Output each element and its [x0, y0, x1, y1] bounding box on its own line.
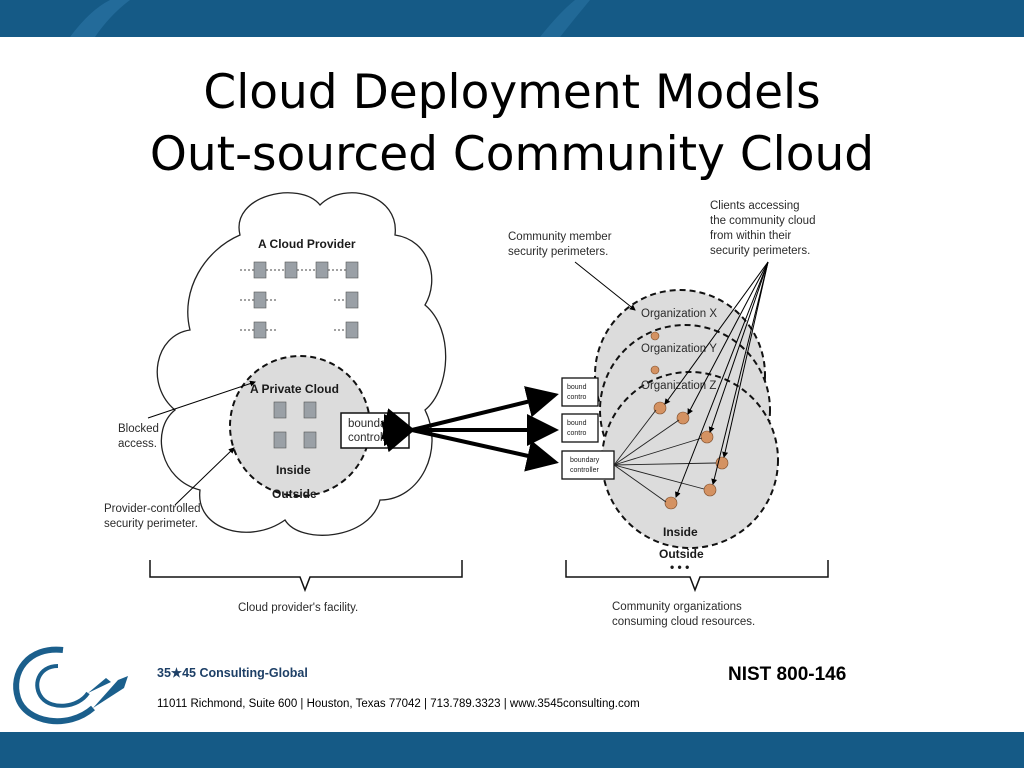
- outside-label-right: Outside: [659, 547, 704, 561]
- private-servers: [273, 401, 317, 449]
- top-banner: [0, 0, 1024, 37]
- private-cloud-label: A Private Cloud: [250, 382, 339, 396]
- org-y-label: Organization Y: [641, 343, 717, 355]
- clients-line3: from within their: [710, 230, 791, 242]
- boundary-controller-line2: controller: [348, 432, 395, 444]
- org-x-label: Organization X: [641, 308, 717, 320]
- boundary-box-z-line2: controller: [570, 467, 599, 474]
- banner-swoosh: [70, 0, 590, 37]
- clients-arrows: [664, 261, 769, 498]
- boundary-controller-line1: boundary: [348, 418, 396, 430]
- client-links: [613, 409, 717, 503]
- clients-line1: Clients accessing: [710, 200, 799, 212]
- boundary-box-y: [561, 413, 599, 443]
- community-caption-line1: Community organizations: [612, 601, 742, 613]
- connection-arrows: [380, 386, 559, 472]
- ellipsis-label: • • •: [670, 560, 689, 574]
- org-z-label: Organization Z: [641, 380, 716, 392]
- title-line-2: Out-sourced Community Cloud: [149, 127, 875, 182]
- company-name: 35★45 Consulting-Global: [157, 666, 308, 680]
- slide-title: Cloud Deployment Models Out-sourced Comm…: [0, 62, 1024, 186]
- bottom-banner: [0, 732, 1024, 768]
- community-cloud-diagram: A Cloud Provider A Private Cloud Inside …: [104, 192, 829, 628]
- boundary-box-y-line1: bound: [567, 420, 587, 427]
- boundary-box-y-line2: contro: [567, 430, 587, 437]
- community-brace: [565, 560, 829, 593]
- clients-line2: the community cloud: [710, 215, 815, 227]
- boundary-box-z-line1: boundary: [570, 457, 600, 464]
- outside-label-left: Outside: [272, 487, 317, 501]
- facility-caption: Cloud provider's facility.: [238, 602, 358, 614]
- provider-perimeter-line2: security perimeter.: [104, 518, 198, 530]
- cloud-provider-label: A Cloud Provider: [258, 237, 356, 251]
- blocked-arrow: [147, 380, 256, 419]
- community-caption-line2: consuming cloud resources.: [612, 616, 755, 628]
- inside-label-left: Inside: [276, 463, 311, 477]
- facility-brace: [149, 560, 463, 593]
- provider-perimeter-line1: Provider-controlled: [104, 503, 201, 515]
- clients-line4: security perimeters.: [710, 245, 810, 257]
- swirl-logo-icon: [13, 646, 128, 725]
- reference-label: NIST 800-146: [728, 664, 847, 685]
- boundary-box-x-line2: contro: [567, 394, 587, 401]
- member-perimeter-line2: security perimeters.: [508, 246, 608, 258]
- company-address: 11011 Richmond, Suite 600 | Houston, Tex…: [157, 698, 640, 710]
- boundary-box-x: [561, 377, 599, 407]
- company-logo: [8, 638, 138, 735]
- title-line-1: Cloud Deployment Models: [203, 65, 821, 120]
- server-grid: [253, 261, 359, 339]
- blocked-access-line2: access.: [118, 438, 157, 450]
- boundary-box-z: [561, 450, 615, 480]
- blocked-access-line1: Blocked: [118, 423, 159, 435]
- boundary-box-x-line1: bound: [567, 384, 587, 391]
- perimeter-arrow: [174, 447, 235, 506]
- inside-label-right: Inside: [663, 525, 698, 539]
- member-perimeter-line1: Community member: [508, 231, 612, 243]
- server-links: [240, 269, 346, 331]
- member-perimeter-arrow: [574, 261, 636, 311]
